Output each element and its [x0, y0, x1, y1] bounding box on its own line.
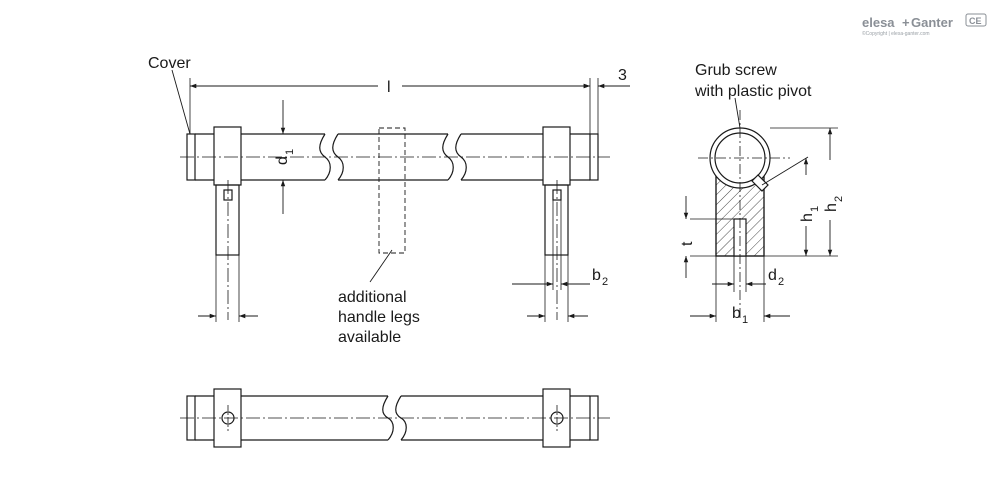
- top-break-left: [382, 395, 394, 441]
- brand-right: Ganter: [911, 15, 953, 30]
- grub-top-leader: [734, 97, 741, 129]
- additional-leader: [369, 249, 393, 283]
- top-cover-right: [589, 395, 599, 441]
- leg-right: [544, 184, 569, 256]
- cover-right: [589, 133, 599, 181]
- t-label-group: t: [679, 241, 696, 246]
- leg-block-left: [213, 126, 242, 186]
- grub-label-line-2: with plastic pivot: [694, 83, 812, 100]
- h2-main: h: [823, 203, 840, 212]
- b1-main: b: [732, 305, 741, 322]
- tube-break-mid-left: [332, 133, 344, 181]
- top-screw-left: [221, 411, 235, 425]
- top-tube-left: [195, 395, 388, 441]
- additional-line-2: handle legs: [338, 309, 420, 326]
- top-cover-left: [186, 395, 196, 441]
- h1-sub: 1: [809, 206, 821, 212]
- top-view: [180, 388, 610, 448]
- top-break-right: [395, 395, 407, 441]
- tube-break-right: [455, 133, 467, 181]
- cover-offset-label: 3: [618, 67, 627, 84]
- top-tube-right: [401, 395, 590, 441]
- length-label: l: [387, 79, 391, 96]
- brand-logo: elesa + Ganter CE ©Copyright | elesa-gan…: [862, 13, 987, 37]
- h2-sub: 2: [833, 196, 845, 202]
- d2-sub: 2: [778, 276, 784, 288]
- grub-leader: [761, 156, 809, 186]
- d1-label: d 1: [274, 149, 296, 165]
- top-leg-block-right: [542, 388, 571, 448]
- top-screw-right: [550, 411, 564, 425]
- ce-badge-frame: [965, 13, 987, 27]
- ce-badge: CE: [969, 16, 982, 26]
- tube-break-mid-right: [442, 133, 454, 181]
- leg-block-right: [542, 126, 571, 186]
- grub-label-line-1: Grub screw: [695, 62, 777, 79]
- top-leg-block-left: [213, 388, 242, 448]
- leg-left: [215, 184, 240, 256]
- additional-leg-dashed: [378, 127, 406, 254]
- b2-sub: 2: [602, 276, 608, 288]
- brand-plus: +: [902, 15, 910, 30]
- h1-main: h: [799, 213, 816, 222]
- grub-screw: [751, 174, 769, 192]
- d1-main: d: [274, 156, 291, 165]
- brand-left: elesa: [862, 15, 895, 30]
- tube-break-left: [319, 133, 331, 181]
- cover-leader: [171, 69, 191, 135]
- copyright: ©Copyright | elesa-ganter.com: [862, 30, 930, 37]
- cover-label: Cover: [148, 55, 191, 72]
- t-label: t: [679, 241, 696, 246]
- d1-sub: 1: [284, 149, 296, 155]
- b2-main: b: [592, 267, 601, 284]
- additional-line-1: additional: [338, 289, 407, 306]
- d2-main: d: [768, 267, 777, 284]
- front-view: [171, 69, 630, 322]
- cover-left: [186, 133, 196, 181]
- h2-label: h 2: [823, 196, 845, 212]
- tube-middle: [338, 133, 448, 181]
- h1-label: h 1: [799, 206, 821, 222]
- tube-right: [461, 133, 590, 181]
- additional-line-3: available: [338, 329, 401, 346]
- side-view: [683, 97, 838, 322]
- b1-sub: 1: [742, 314, 748, 326]
